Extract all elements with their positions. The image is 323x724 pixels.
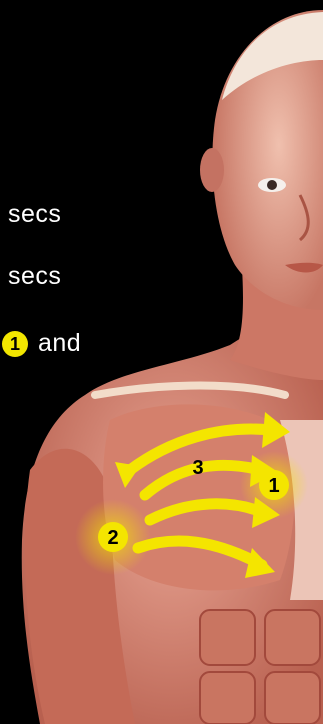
marker-2: 2 (98, 522, 128, 552)
marker-1: 1 (259, 470, 289, 500)
step-badge-1: 1 (2, 331, 28, 357)
instruction-line-1: secs (8, 200, 61, 229)
pupil-shape (267, 180, 277, 190)
instruction-line-2: secs (8, 262, 61, 291)
instruction-line-3: and (38, 329, 81, 358)
svg-text:1: 1 (268, 475, 279, 497)
svg-text:2: 2 (107, 527, 118, 549)
ear-shape (200, 148, 224, 192)
svg-text:3: 3 (192, 457, 203, 479)
marker-3: 3 (192, 457, 203, 479)
